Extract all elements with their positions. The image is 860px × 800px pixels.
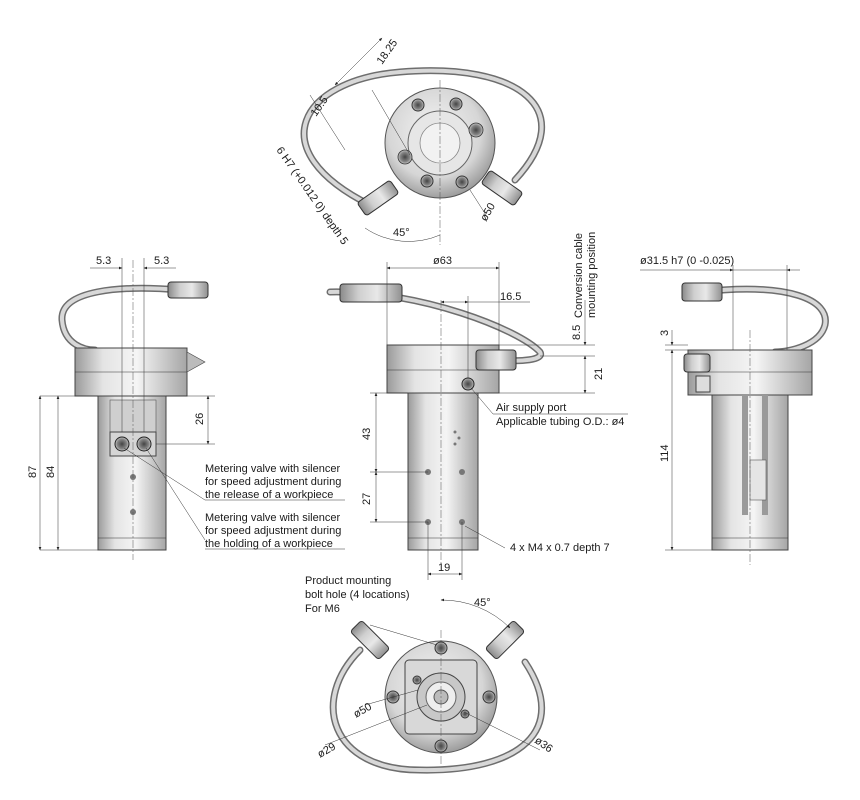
left-valve-release-label: Metering valve with silencer for speed a… [205,463,344,501]
mount-holes-label: Product mounting bolt hole (4 locations)… [305,575,413,615]
right-dim-114: 114 [659,444,671,462]
top-connector-left [357,180,399,216]
front-dim-21: 21 [593,368,605,380]
left-dim-87: 87 [27,466,39,478]
right-view: ø31.5 h7 (0 -0.025) 3 114 [640,255,829,565]
front-view: ø63 16.5 8.5 21 Conversion cable mountin… [326,230,628,580]
top-angle-label: 45° [393,227,410,239]
front-dim-16-5: 16.5 [500,291,521,303]
m4-holes-label: 4 x M4 x 0.7 depth 7 [510,542,610,554]
air-supply-label: Air supply port Applicable tubing O.D.: … [496,402,624,428]
front-dia-63: ø63 [433,255,452,267]
top-pin-hole [397,149,413,165]
air-supply-port [461,377,475,391]
cable-position-label: Conversion cable mounting position [573,230,598,318]
right-dia-31-5: ø31.5 h7 (0 -0.025) [640,255,734,267]
top-dia-50: ø50 [478,201,498,223]
left-view: 5.3 5.3 26 84 87 Metering valve with sil… [27,255,345,560]
top-connector-right [481,170,523,206]
front-dim-43: 43 [361,428,373,440]
front-dim-8-5: 8.5 [571,325,583,340]
left-dim-5-3-right: 5.3 [154,255,169,267]
front-dim-19: 19 [438,562,450,574]
front-dim-27: 27 [361,493,373,505]
bottom-dia-50: ø50 [352,701,374,721]
left-dim-5-3-left: 5.3 [96,255,111,267]
top-view: 18.25 10.5 6 H7 (+0.012 0) depth 5 45° ø… [274,37,546,247]
bottom-angle-label: 45° [474,597,491,609]
front-body [407,392,479,551]
left-valve-holding-label: Metering valve with silencer for speed a… [205,512,344,550]
front-connector [475,349,517,371]
bottom-view: 45° Product mounting bolt hole (4 locati… [305,575,555,774]
right-dim-3: 3 [659,330,671,336]
bottom-dia-36: ø36 [532,735,554,756]
left-dim-84: 84 [45,466,57,478]
bottom-dia-29: ø29 [316,741,338,761]
left-dim-26: 26 [194,413,206,425]
